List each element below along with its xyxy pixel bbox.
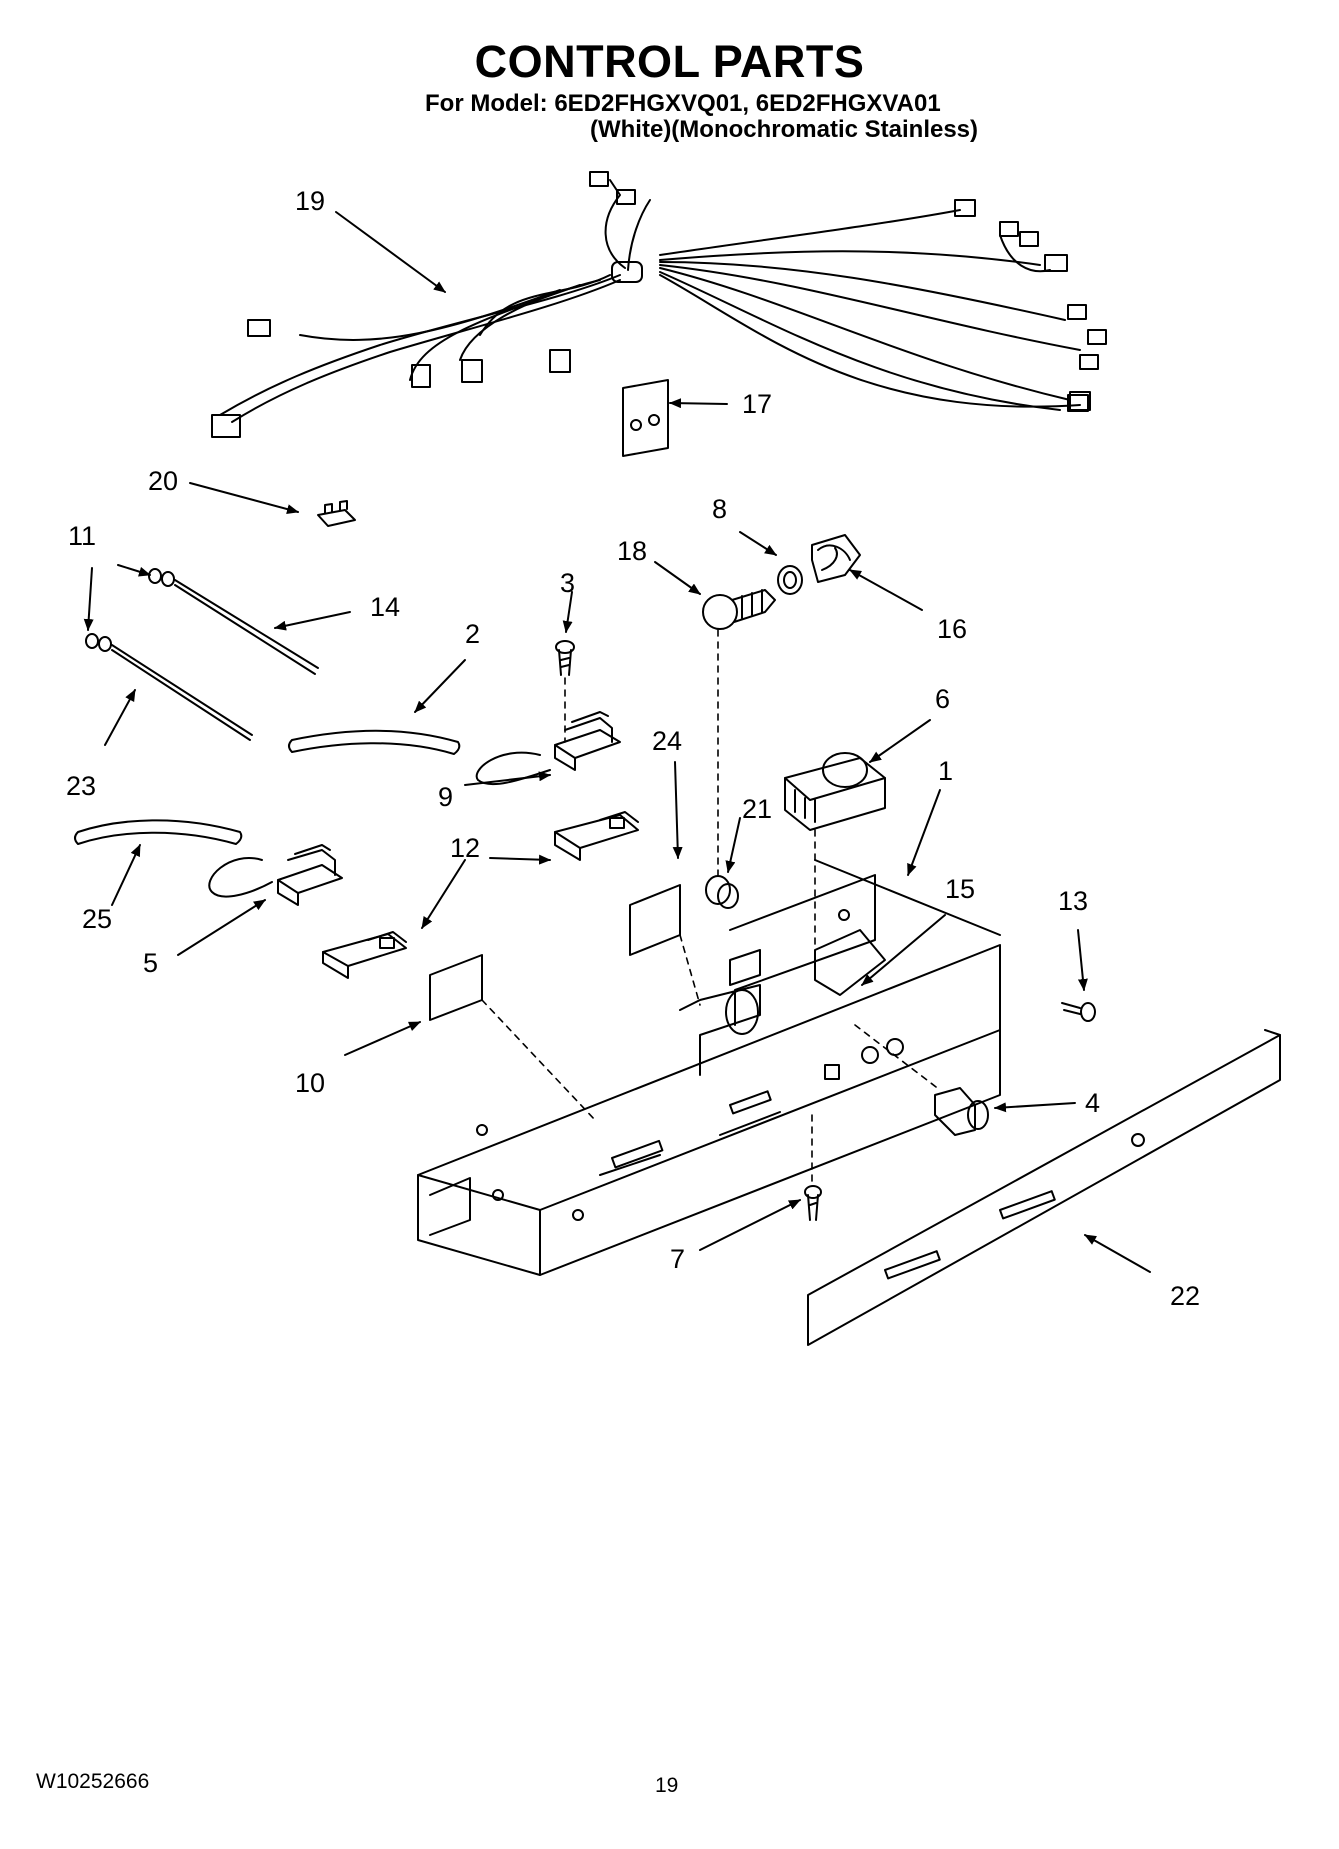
callout-23: 23 — [66, 771, 96, 801]
grommet-plate-part — [622, 379, 669, 457]
bracket-part — [322, 811, 639, 979]
callout-10: 10 — [295, 1068, 325, 1098]
callout-20: 20 — [148, 466, 178, 496]
document-number: W10252666 — [36, 1770, 150, 1793]
callout-4: 4 — [1085, 1088, 1100, 1118]
variant-line: (White)(Monochromatic Stainless) — [590, 116, 979, 143]
callout-15: 15 — [945, 874, 975, 904]
grommet-part — [705, 875, 739, 909]
callout-19: 19 — [295, 186, 325, 216]
page-title: CONTROL PARTS — [474, 36, 865, 87]
callout-25: 25 — [82, 904, 112, 934]
callout-1: 1 — [938, 756, 953, 786]
callout-8: 8 — [712, 494, 727, 524]
callout-13: 13 — [1058, 886, 1088, 916]
switch-part-5 — [208, 844, 343, 906]
switch-part — [475, 711, 621, 786]
alignment-lines — [481, 629, 941, 1186]
screw-part — [555, 640, 575, 676]
callout-22: 22 — [1170, 1281, 1200, 1311]
wire-harness-part — [211, 171, 1107, 438]
label-card-part-24 — [629, 884, 681, 956]
callout-9: 9 — [438, 782, 453, 812]
callout-14: 14 — [370, 592, 400, 622]
callout-6: 6 — [935, 684, 950, 714]
callout-17: 17 — [742, 389, 772, 419]
callout-16: 16 — [937, 614, 967, 644]
hose-part — [288, 729, 461, 755]
clip-part — [317, 500, 356, 527]
callout-3: 3 — [560, 568, 575, 598]
hose-part-25 — [74, 819, 243, 845]
label-card-part — [429, 954, 483, 1021]
knob-part — [934, 1087, 989, 1136]
callout-18: 18 — [617, 536, 647, 566]
callout-7: 7 — [670, 1244, 685, 1274]
tube-part — [85, 568, 319, 741]
callout-12: 12 — [450, 833, 480, 863]
callout-2: 2 — [465, 619, 480, 649]
leader-arrows — [83, 211, 1151, 1273]
page-number: 19 — [655, 1774, 679, 1797]
callout-5: 5 — [143, 948, 158, 978]
callout-24: 24 — [652, 726, 682, 756]
model-line: For Model: 6ED2FHGXVQ01, 6ED2FHGXVA01 — [425, 90, 941, 117]
callout-21: 21 — [742, 794, 772, 824]
lamp-assembly-part — [702, 534, 861, 630]
trim-strip-part — [807, 1029, 1281, 1346]
control-housing-part — [417, 859, 1001, 1276]
screw-part-7 — [804, 1185, 822, 1221]
control-unit-part — [784, 752, 886, 831]
screw-part-13 — [1061, 1002, 1096, 1022]
callout-11: 11 — [68, 521, 96, 551]
